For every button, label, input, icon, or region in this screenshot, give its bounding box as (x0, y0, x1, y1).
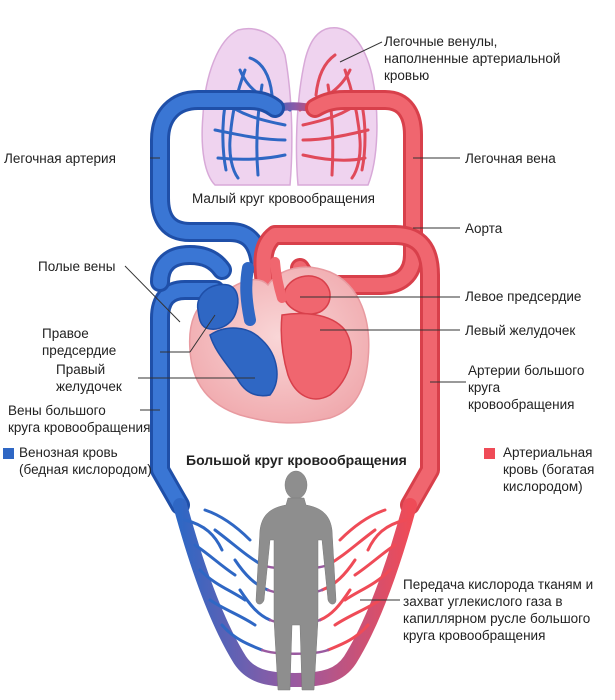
label-pulmonary-vein: Легочная вена (465, 151, 556, 166)
left-ventricle (280, 312, 353, 400)
label-pulmonary-artery: Легочная артерия (4, 151, 116, 166)
legend-arterial-label: Артериальная кровь (богатая кислородом) (503, 445, 595, 494)
label-systemic-arteries: Артерии большого круга кровообращения (468, 363, 585, 412)
label-left-atrium: Левое предсердие (465, 289, 582, 304)
legend-arterial-swatch (484, 448, 495, 459)
label-small-circle: Малый круг кровообращения (192, 191, 375, 206)
right-atrium (196, 283, 239, 330)
label-right-ventricle: Правый желудочек (56, 362, 122, 394)
leader-lines (124, 41, 466, 601)
label-large-circle: Большой круг кровообращения (186, 452, 407, 468)
label-systemic-veins: Вены большого круга кровообращения (8, 403, 151, 435)
body-capillary-outline (173, 498, 417, 688)
label-vena-cava: Полые вены (38, 259, 116, 274)
label-right-atrium: Правое предсердие (42, 326, 117, 358)
label-aorta: Аорта (465, 221, 503, 236)
systemic-circuit (150, 225, 440, 515)
legend-venous-swatch (3, 448, 14, 459)
label-capillary-exchange: Передача кислорода тканям и захват углек… (403, 577, 594, 643)
left-atrium (284, 275, 331, 315)
label-pulmonary-venules: Легочные венулы, наполненные артериально… (384, 34, 561, 83)
legend-venous-label: Венозная кровь (бедная кислородом) (19, 445, 152, 477)
label-left-ventricle: Левый желудочек (465, 323, 576, 338)
heart (188, 257, 370, 424)
right-ventricle (209, 327, 278, 397)
human-silhouette (255, 470, 337, 691)
